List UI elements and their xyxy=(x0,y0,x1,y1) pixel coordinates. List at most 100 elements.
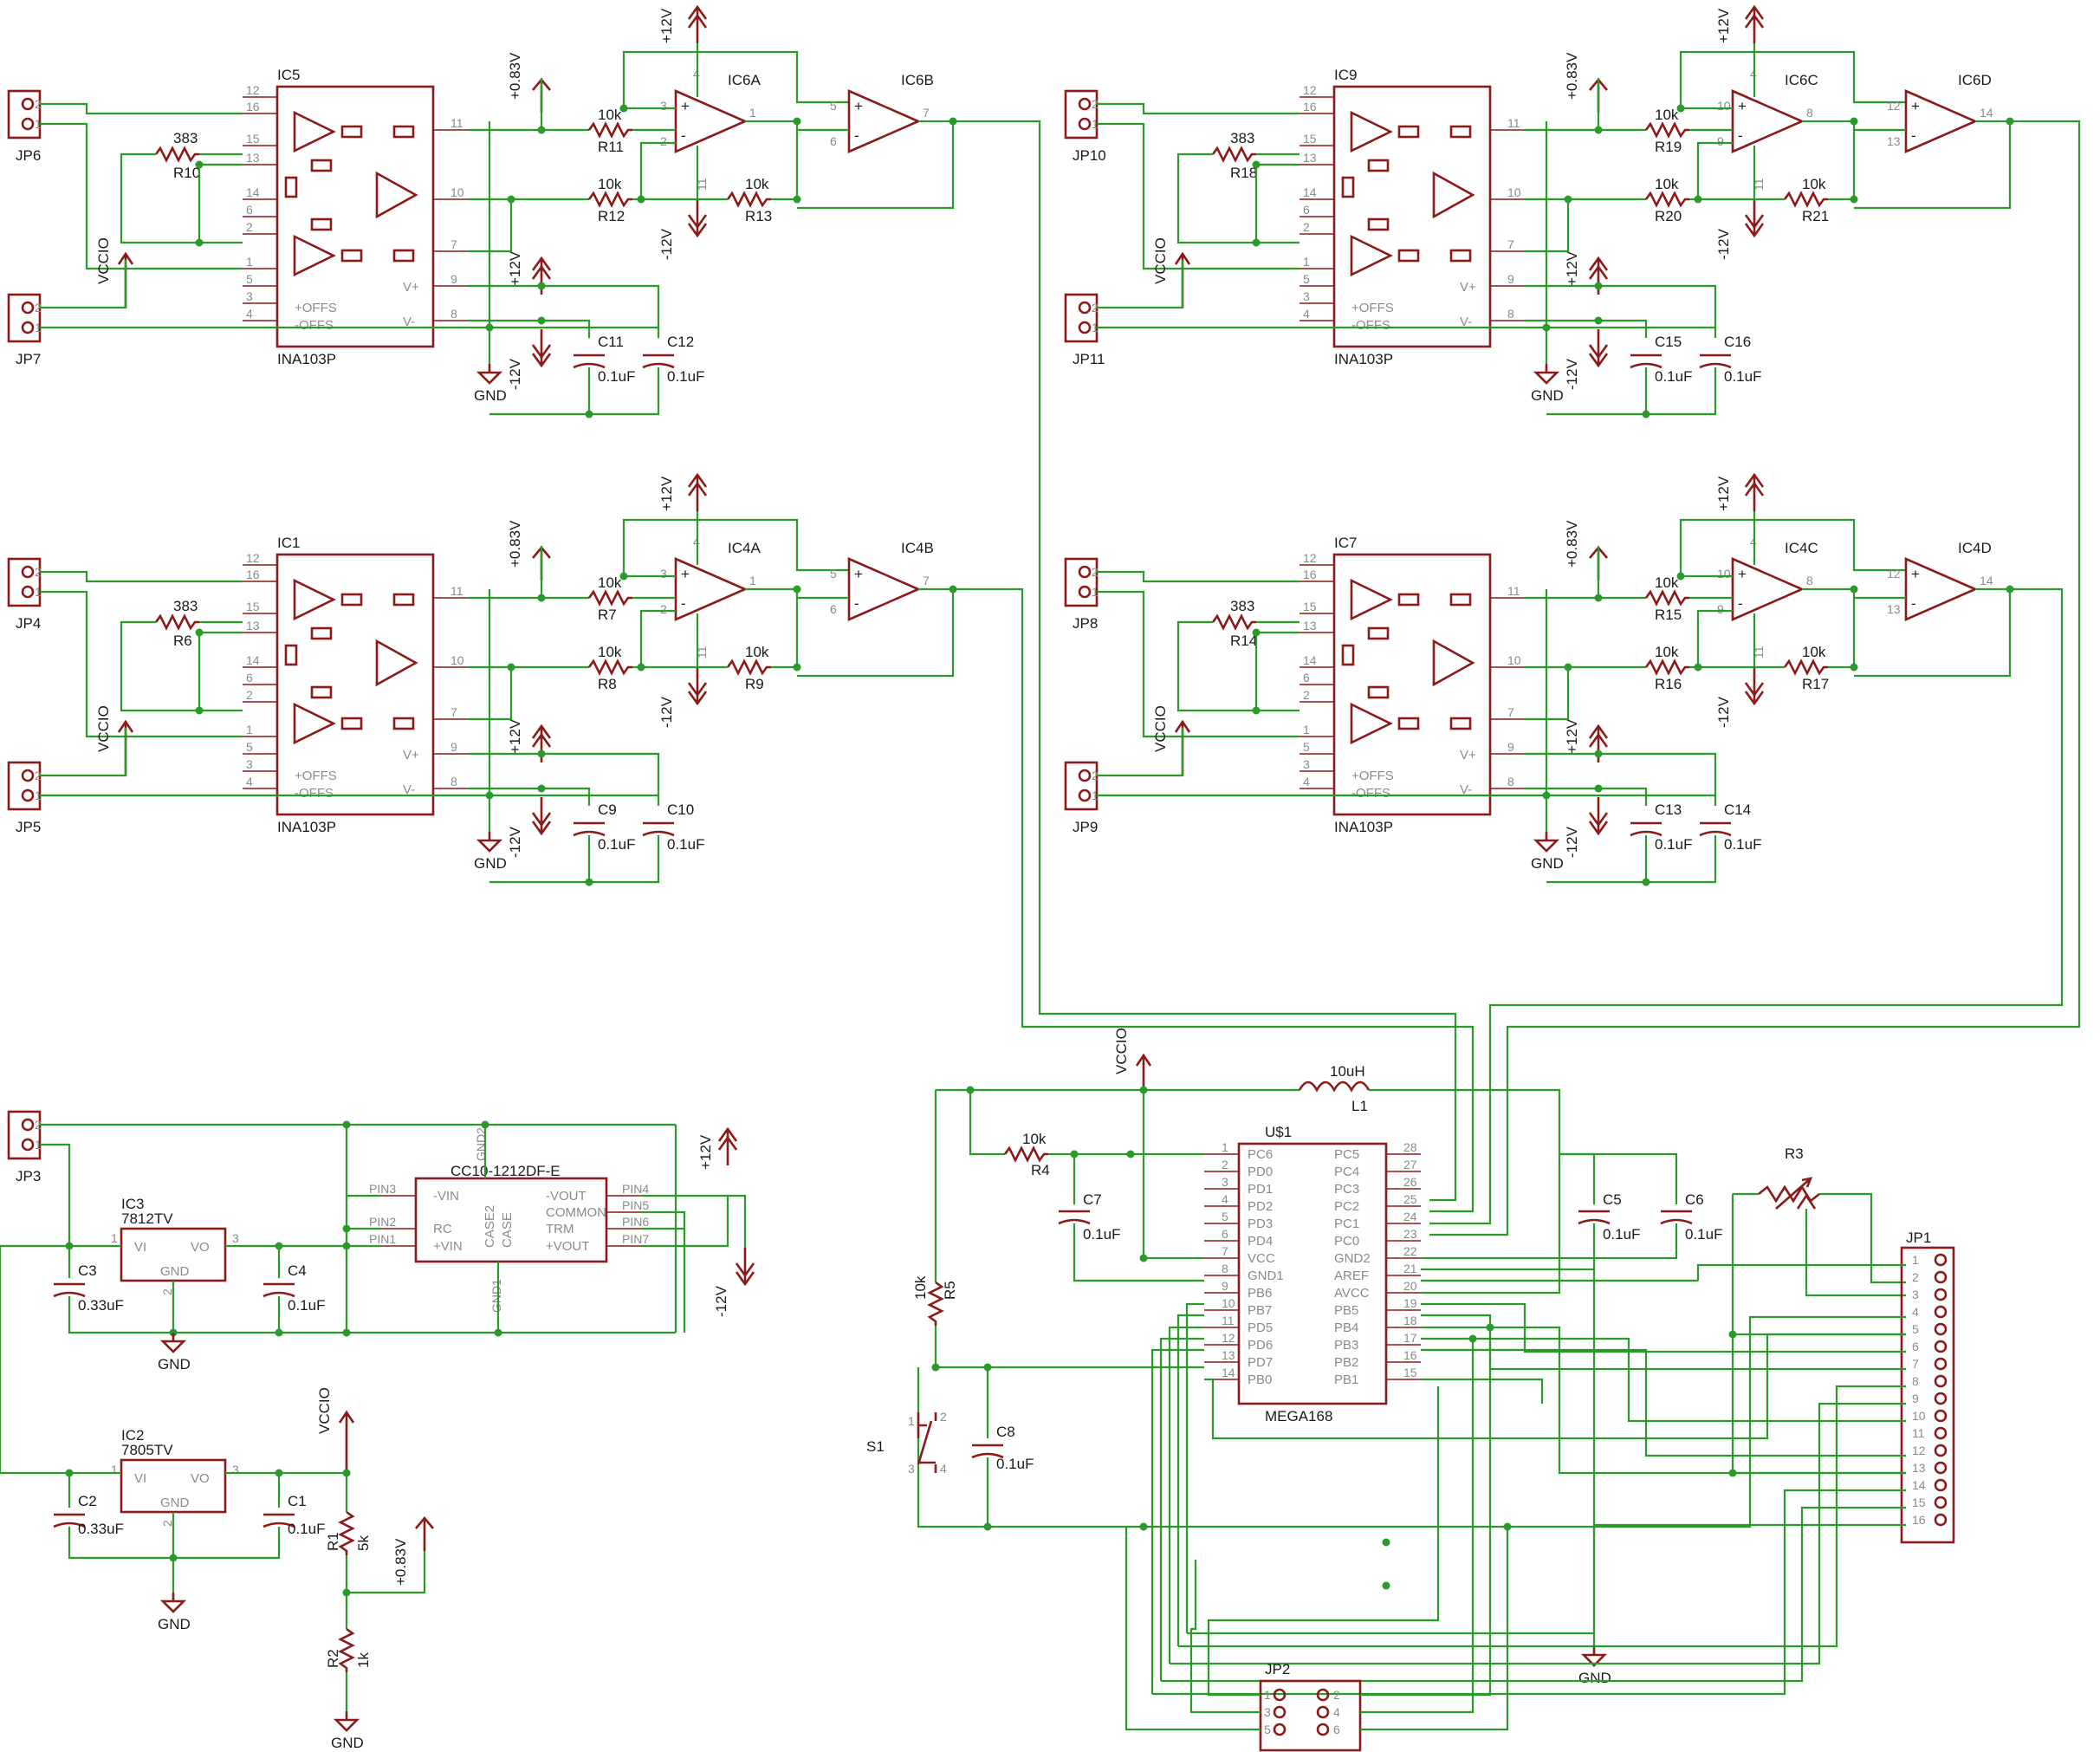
wire xyxy=(1176,620,1300,712)
jp1-pin xyxy=(1934,1461,1948,1475)
neg12-label: -12V xyxy=(1564,358,1580,390)
ina-pin-number: 3 xyxy=(1303,289,1310,303)
junction-dot xyxy=(1728,1469,1737,1477)
ina-internal-res xyxy=(310,685,333,699)
neg12-label: -12V xyxy=(507,358,523,390)
vccio-arrow xyxy=(338,1410,355,1424)
mcu-pin-label: PD0 xyxy=(1248,1165,1273,1179)
cap-value: 0.1uF xyxy=(996,1456,1034,1472)
junction-dot xyxy=(619,572,628,581)
ina-pin-number: 13 xyxy=(246,619,260,633)
mcu-pin-label: PD1 xyxy=(1248,1182,1273,1197)
junction-dot xyxy=(494,1328,502,1337)
jp1-pin xyxy=(1934,1426,1948,1440)
res-name: R21 xyxy=(1802,208,1829,224)
gnd-label: GND xyxy=(1531,855,1564,872)
feedback-resistor xyxy=(726,659,773,675)
opamp-pin: 6 xyxy=(830,602,837,616)
cap-name: C10 xyxy=(667,801,694,818)
dcdc-part: CC10-1212DF-E xyxy=(450,1163,561,1179)
ref-label: +0.83V xyxy=(507,52,523,100)
ina-offs: +OFFS xyxy=(1351,769,1394,783)
ina-pin-number: 9 xyxy=(450,740,457,754)
ina-internal-res xyxy=(340,593,363,607)
pos12-arrow xyxy=(687,5,708,45)
mcu-pin-label: PC5 xyxy=(1334,1147,1359,1162)
mcu-bus-wire xyxy=(1421,1378,1544,1404)
pos12-arrow xyxy=(1744,5,1765,45)
ina-pin-number: 16 xyxy=(246,568,260,581)
dcdc-pin-label: TRM xyxy=(546,1222,574,1236)
cap-name: C3 xyxy=(78,1262,97,1279)
pin-number: 1 xyxy=(1092,117,1099,131)
jp1-pin xyxy=(1934,1409,1948,1423)
junction-dot xyxy=(275,1469,283,1477)
wire xyxy=(120,152,243,244)
gnd-label: GND xyxy=(1578,1670,1611,1686)
jp1-pin-number: 11 xyxy=(1912,1426,1925,1440)
opamp-pin: 13 xyxy=(1887,602,1901,616)
mcu-pin-label: PB1 xyxy=(1334,1372,1358,1387)
jp1-pin xyxy=(1934,1288,1948,1301)
mcu-pin-label: PD2 xyxy=(1248,1199,1273,1214)
mcu-pin-number: 22 xyxy=(1403,1244,1417,1258)
mcu-pin-label: PC4 xyxy=(1334,1165,1359,1179)
jp1-pin xyxy=(1934,1392,1948,1405)
opamp-name: IC4A xyxy=(728,540,761,556)
pin-number: 2 xyxy=(1092,97,1099,111)
jp2-pin xyxy=(1273,1688,1287,1702)
dcdc-pin: PIN7 xyxy=(622,1232,649,1246)
jp2-wire xyxy=(1360,1327,1492,1697)
switch-pin: 1 xyxy=(908,1414,915,1428)
ina-internal-amp xyxy=(293,578,336,621)
cap-plate xyxy=(1630,362,1662,369)
wire xyxy=(1097,590,1300,738)
wire xyxy=(1546,835,1717,884)
res-value: 10k xyxy=(1022,1131,1047,1147)
gnd-symbol xyxy=(477,830,502,853)
switch-symbol xyxy=(917,1412,936,1464)
decoupling-cap xyxy=(573,821,606,837)
neg12-arrow xyxy=(1744,665,1765,705)
ina-internal-res xyxy=(1341,644,1355,666)
jp1-name: JP1 xyxy=(1906,1230,1931,1246)
cap-value: 0.1uF xyxy=(667,836,704,853)
opamp-pin: 14 xyxy=(1980,106,1993,120)
ina-internal-amp xyxy=(293,110,336,153)
ina-internal-res xyxy=(1397,593,1420,607)
opamp-pin: 12 xyxy=(1887,99,1901,113)
resistor xyxy=(1644,659,1691,675)
jp1-pin-number: 9 xyxy=(1912,1392,1919,1405)
mcu-pin-number: 2 xyxy=(1222,1158,1228,1171)
ic-part: INA103P xyxy=(1334,351,1393,367)
cap-value: 0.33uF xyxy=(78,1521,124,1537)
mcu-bus-wire xyxy=(988,1315,1906,1528)
decoupling-cap xyxy=(1630,354,1662,369)
resistor xyxy=(587,659,634,675)
wire xyxy=(1525,667,1570,721)
vccio-label: VCCIO xyxy=(1152,237,1169,284)
res-name: R12 xyxy=(598,208,625,224)
wire xyxy=(1525,752,1717,806)
cap-plate xyxy=(262,1291,295,1298)
pos12-label: +12V xyxy=(1564,718,1580,754)
ina-internal-amp xyxy=(293,702,336,745)
opamp-name: IC6C xyxy=(1785,72,1818,88)
ina-pin-number: 10 xyxy=(450,653,464,667)
opamp-input-sign: - xyxy=(1738,595,1743,612)
mcu-pin-number: 18 xyxy=(1403,1314,1417,1327)
ina-pin-number: 5 xyxy=(1303,740,1310,754)
wire xyxy=(489,835,660,884)
cap-plate xyxy=(971,1452,1004,1459)
ref-label: +0.83V xyxy=(1564,52,1580,100)
wire xyxy=(1525,319,1648,338)
wire xyxy=(1559,1152,1678,1204)
junction-dot xyxy=(342,1328,351,1337)
mcu-bus-wire xyxy=(1187,1523,1906,1635)
wire xyxy=(40,570,243,583)
opamp-pin: 8 xyxy=(1806,106,1813,120)
gain-resistor-value: 383 xyxy=(173,130,198,146)
mcu-pin-label: PB4 xyxy=(1334,1320,1358,1335)
dcdc-pin-label: +VOUT xyxy=(546,1239,589,1254)
